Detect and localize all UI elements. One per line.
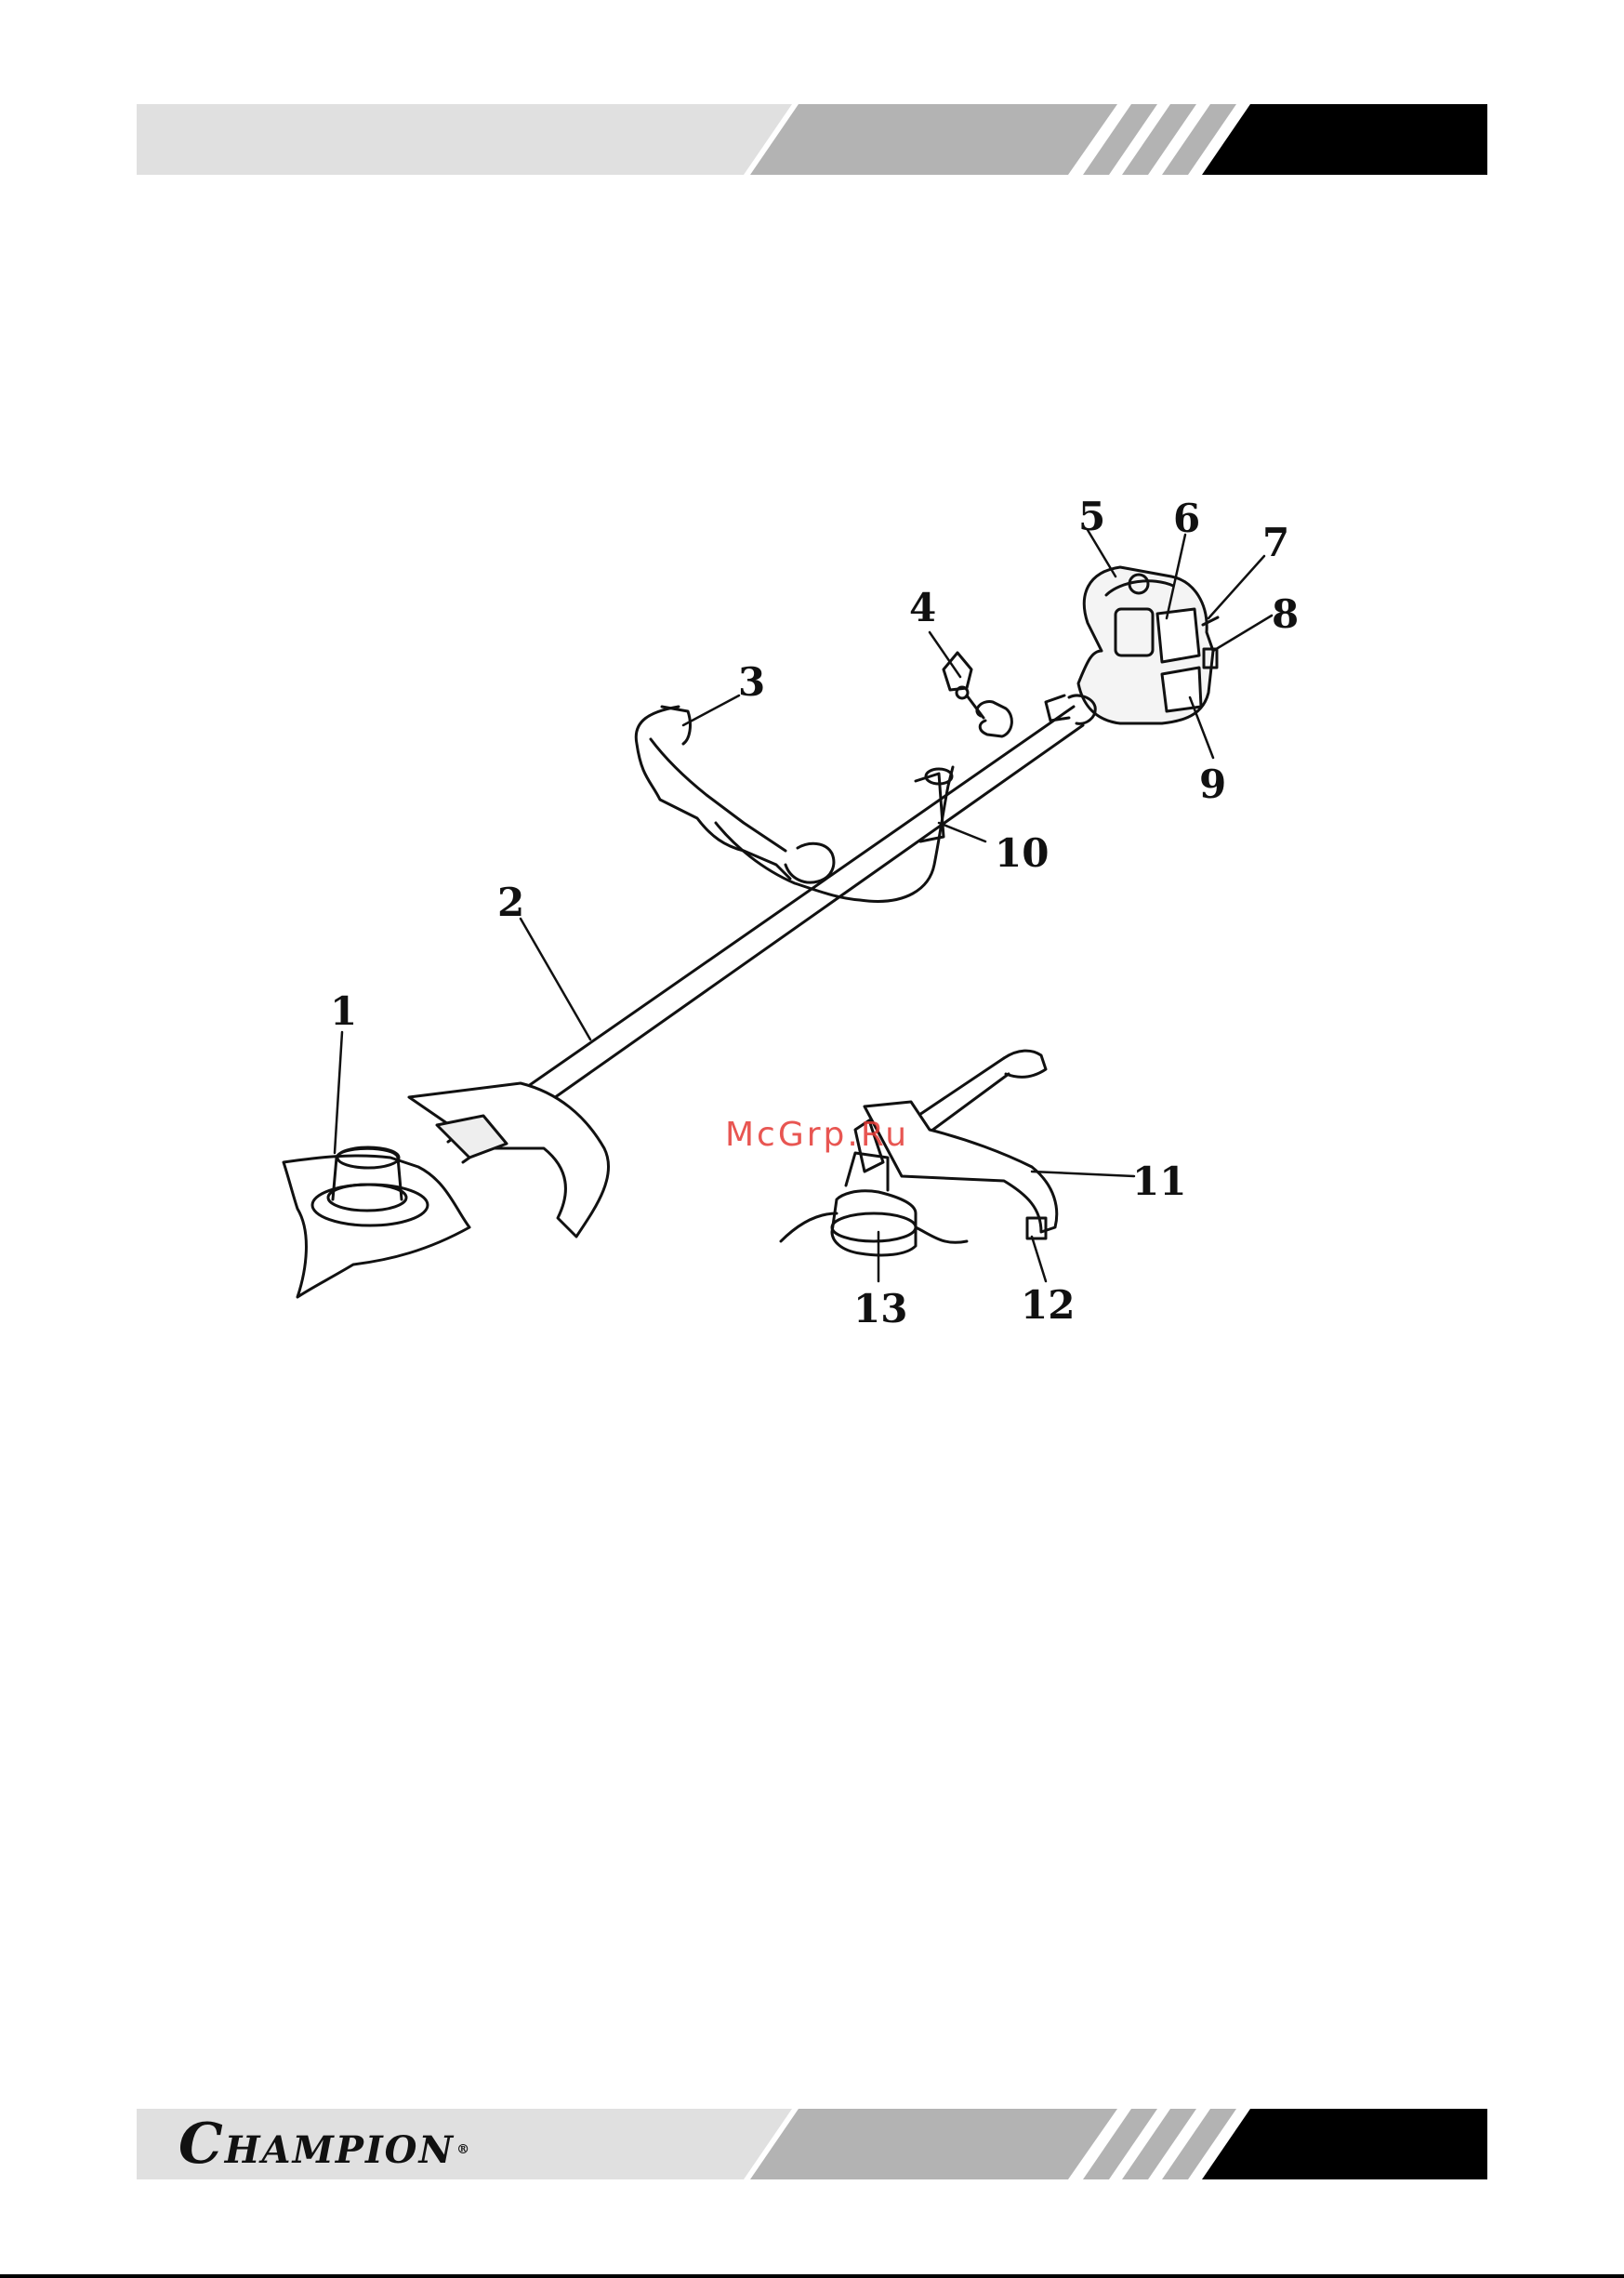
callout-10: 10 [995,830,1049,876]
callout-5: 5 [1078,494,1105,539]
callout-6: 6 [1173,496,1200,541]
callout-2: 2 [497,880,524,925]
callout-1: 1 [330,988,357,1034]
page-bottom-edge [0,2274,1624,2278]
callout-12: 12 [1021,1282,1075,1328]
harness-ring [944,653,1011,736]
callout-8: 8 [1272,591,1299,637]
callout-11: 11 [1132,1159,1186,1204]
watermark-text: McGrp.Ru [725,1116,909,1154]
callout-7: 7 [1262,520,1289,565]
handlebar [636,707,953,901]
champion-logo: CHAMPION® [178,2114,471,2180]
callout-9: 9 [1199,762,1226,807]
logo-rest: HAMPION [225,2128,455,2172]
callout-3: 3 [738,659,765,705]
callout-13: 13 [853,1286,907,1331]
brush-cutter-head [284,1083,609,1297]
logo-lead-letter: C [178,2112,225,2177]
registered-mark: ® [456,2142,471,2157]
callout-4: 4 [909,585,936,630]
